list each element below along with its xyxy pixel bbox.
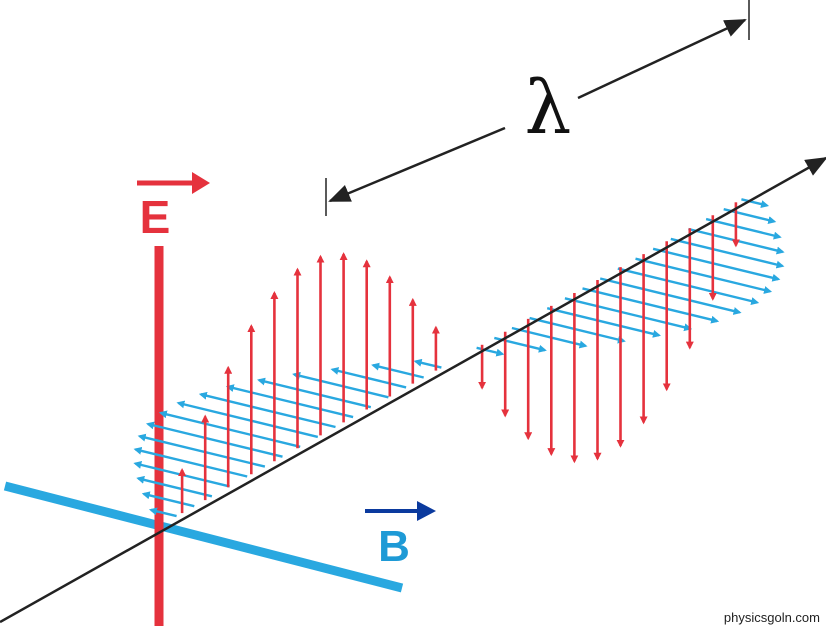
b-field-vector — [413, 358, 442, 369]
b-field-vector — [599, 277, 742, 315]
b-field-vector — [137, 433, 266, 468]
b-axis-line — [3, 481, 404, 593]
b-field-vector — [529, 316, 626, 344]
b-field-vector — [635, 257, 773, 294]
b-field-vector — [158, 410, 301, 448]
b-field-vector — [257, 377, 372, 409]
b-field-vector — [145, 421, 283, 458]
b-label-arrow-head — [417, 501, 436, 521]
b-field-vector — [371, 362, 424, 379]
e-field-label: E — [140, 191, 171, 243]
b-field-vector — [670, 237, 785, 269]
b-field-vector — [292, 371, 389, 399]
b-field-vector — [225, 384, 354, 419]
b-field-vector — [582, 287, 720, 324]
b-field-vector — [148, 507, 177, 518]
propagation-axis — [0, 156, 826, 624]
watermark: physicsgoln.com — [724, 610, 820, 625]
b-field-vector — [741, 198, 770, 208]
b-field-vector — [176, 400, 319, 439]
wavelength-arrow-left — [328, 126, 506, 203]
wavelength-symbol: λ — [525, 65, 572, 151]
b-field-vector — [133, 446, 248, 478]
b-field-label: B — [378, 522, 410, 571]
b-field-vector — [564, 297, 693, 332]
b-field-vector — [652, 247, 781, 282]
b-field-vector — [136, 475, 213, 498]
wavelength-arrow-right — [577, 18, 747, 100]
b-field-vector — [198, 391, 336, 429]
e-label-arrow-head — [192, 172, 210, 194]
b-field-vector — [705, 217, 782, 240]
b-field-vector — [141, 491, 195, 508]
b-field-vectors — [133, 198, 785, 518]
b-field-vector — [617, 267, 760, 305]
b-field-vector — [546, 307, 661, 338]
e-field-vectors — [178, 202, 740, 514]
